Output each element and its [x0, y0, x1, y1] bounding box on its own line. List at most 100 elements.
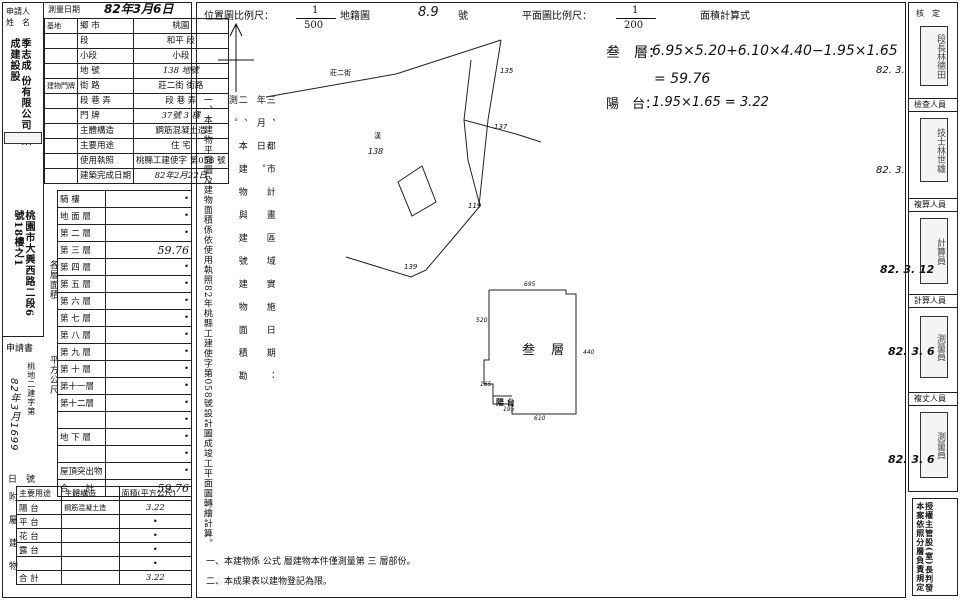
floor-plan-outline: [483, 289, 577, 415]
floor-label: 第 三 層: [57, 241, 106, 259]
bottom-note-1: 一、本建物係 公式 層建物本件僅測量第 三 層部份。: [206, 557, 416, 567]
checker-row: [908, 98, 958, 112]
info-label: 主體構造: [76, 123, 135, 139]
info-label: 段 巷 弄: [76, 93, 135, 109]
annex-header-cell: 面積(平方公尺): [118, 486, 193, 501]
floor-row: 第十二層•: [57, 394, 192, 412]
floor-row: 第十一層•: [57, 377, 192, 395]
stamp-technician: 技士林世雄: [920, 118, 948, 182]
checker-label: 檢查人員: [914, 100, 946, 109]
floor-value: 59.76: [105, 241, 192, 259]
annex-header-cell: 主體構造: [61, 486, 120, 501]
applicant-address: 桃園市大興西路二段6號18樓之1: [12, 210, 34, 317]
lot-138: 138: [368, 147, 384, 156]
info-label: 主要用途: [76, 138, 135, 154]
stamp-calculator: 測量員: [920, 316, 948, 378]
info-row: 段和平 段: [44, 33, 229, 49]
floor-row: 第 七 層•: [57, 309, 192, 327]
survey-date-value: 82年3月6日: [104, 2, 174, 16]
info-group: [44, 168, 78, 184]
calc-line3-expr: 1.95×1.65 = 3.22: [652, 95, 769, 110]
dim-440: 440: [583, 349, 595, 356]
floor-label: 第 八 層: [57, 326, 106, 344]
bottom-note-2: 二、本成果表以建物登記為限。: [206, 577, 333, 587]
info-group: [44, 48, 78, 64]
annex-area: •: [118, 514, 193, 529]
info-group: 基地: [44, 18, 78, 34]
floor-row: 第 八 層•: [57, 326, 192, 344]
date-1: 82. 3.: [876, 65, 905, 76]
calc-line1-label: 叁 層：: [606, 45, 662, 61]
calc-line2-expr: = 59.76: [654, 71, 711, 87]
floor-row: 第 四 層•: [57, 258, 192, 276]
annex-area: 3.22: [118, 570, 193, 585]
info-row: 主要用途住 宅: [44, 138, 229, 154]
road-line: [265, 39, 502, 98]
info-label: 門 牌: [76, 108, 135, 124]
note-2: 二、本建物與建號建物面積勘測。: [226, 95, 247, 394]
annex-row: 露 台 •: [15, 542, 193, 557]
annex-use: 陽 台: [15, 500, 63, 515]
floor-row: •: [57, 411, 192, 429]
info-label: 地 號: [76, 63, 135, 79]
stamp-surveyor: 測量員: [920, 412, 948, 478]
lot-boundary: [345, 59, 481, 278]
building-footprint: [397, 165, 437, 217]
floor-value: •: [105, 292, 192, 310]
lot-137: 137: [494, 123, 508, 131]
annex-struct: [61, 514, 120, 529]
date-5: 82. 3. 6: [888, 453, 935, 466]
info-group: [44, 153, 78, 169]
reviewer-label: 複算人員: [914, 200, 946, 209]
calc-line3-label: 陽 台：: [606, 97, 659, 112]
floor-label: 第 九 層: [57, 343, 106, 361]
dim-610: 610: [534, 415, 546, 422]
street-label: 莊二街: [330, 69, 351, 77]
floor-value: •: [105, 360, 192, 378]
floors-label: 各層面積: [47, 260, 58, 300]
app-date-vertical: 82年3月1699: [8, 378, 19, 452]
floor-value: •: [105, 411, 192, 429]
annex-use: [15, 556, 63, 571]
reviewer2-label: 複丈人員: [914, 394, 946, 403]
floor-value: •: [105, 462, 192, 480]
info-row: 主體構造鋼筋混凝土造: [44, 123, 229, 139]
info-group: [44, 93, 78, 109]
auth-text: 授權主管股(室)長判發本案依照分層負責規定: [915, 502, 935, 593]
info-group: [44, 63, 78, 79]
reviewer-row: [908, 198, 958, 212]
floor-row: 屋頂突出物•: [57, 462, 192, 480]
location-scale-num: 1: [312, 5, 319, 16]
annex-struct: [61, 542, 120, 557]
info-label: 使用執照: [76, 153, 135, 169]
note-1: 一、本建物平面圖及建物面積係依使用執照82年桃縣工建使字第058號設計圖成竣工平…: [201, 95, 212, 549]
annex-use: 露 台: [15, 542, 63, 557]
annex-area: •: [118, 542, 193, 557]
info-group: [44, 108, 78, 124]
floor-label: 騎 樓: [57, 190, 106, 208]
note-3: 三、都市計畫區域實施日期：年月日。: [254, 95, 275, 394]
floor-value: •: [105, 377, 192, 395]
info-group: [44, 33, 78, 49]
plan-scale-bar: [616, 18, 656, 19]
floor-label: 第十二層: [57, 394, 106, 412]
floor-value: •: [105, 394, 192, 412]
info-row: 基地鄉 市桃園: [44, 18, 229, 34]
floor-value: •: [105, 224, 192, 242]
floor-value: •: [105, 190, 192, 208]
app-no-label: 申請書: [6, 344, 34, 354]
annex-row: 平 台•: [15, 514, 193, 529]
balcony-label: 陽 台: [496, 397, 515, 407]
annex-struct: [61, 556, 120, 571]
map-sheet-value: 8.9: [418, 5, 439, 20]
date-2: 82. 3.: [876, 165, 905, 176]
location-scale-label: 位置圖比例尺：: [204, 11, 274, 22]
stamp-reviewer: 計算員: [920, 218, 948, 284]
